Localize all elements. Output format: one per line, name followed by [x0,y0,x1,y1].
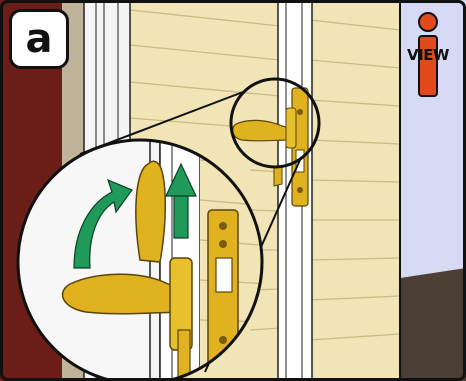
floor [400,268,466,381]
step-letter-badge: a [9,9,69,69]
view-badge-label: VIEW [404,46,452,64]
